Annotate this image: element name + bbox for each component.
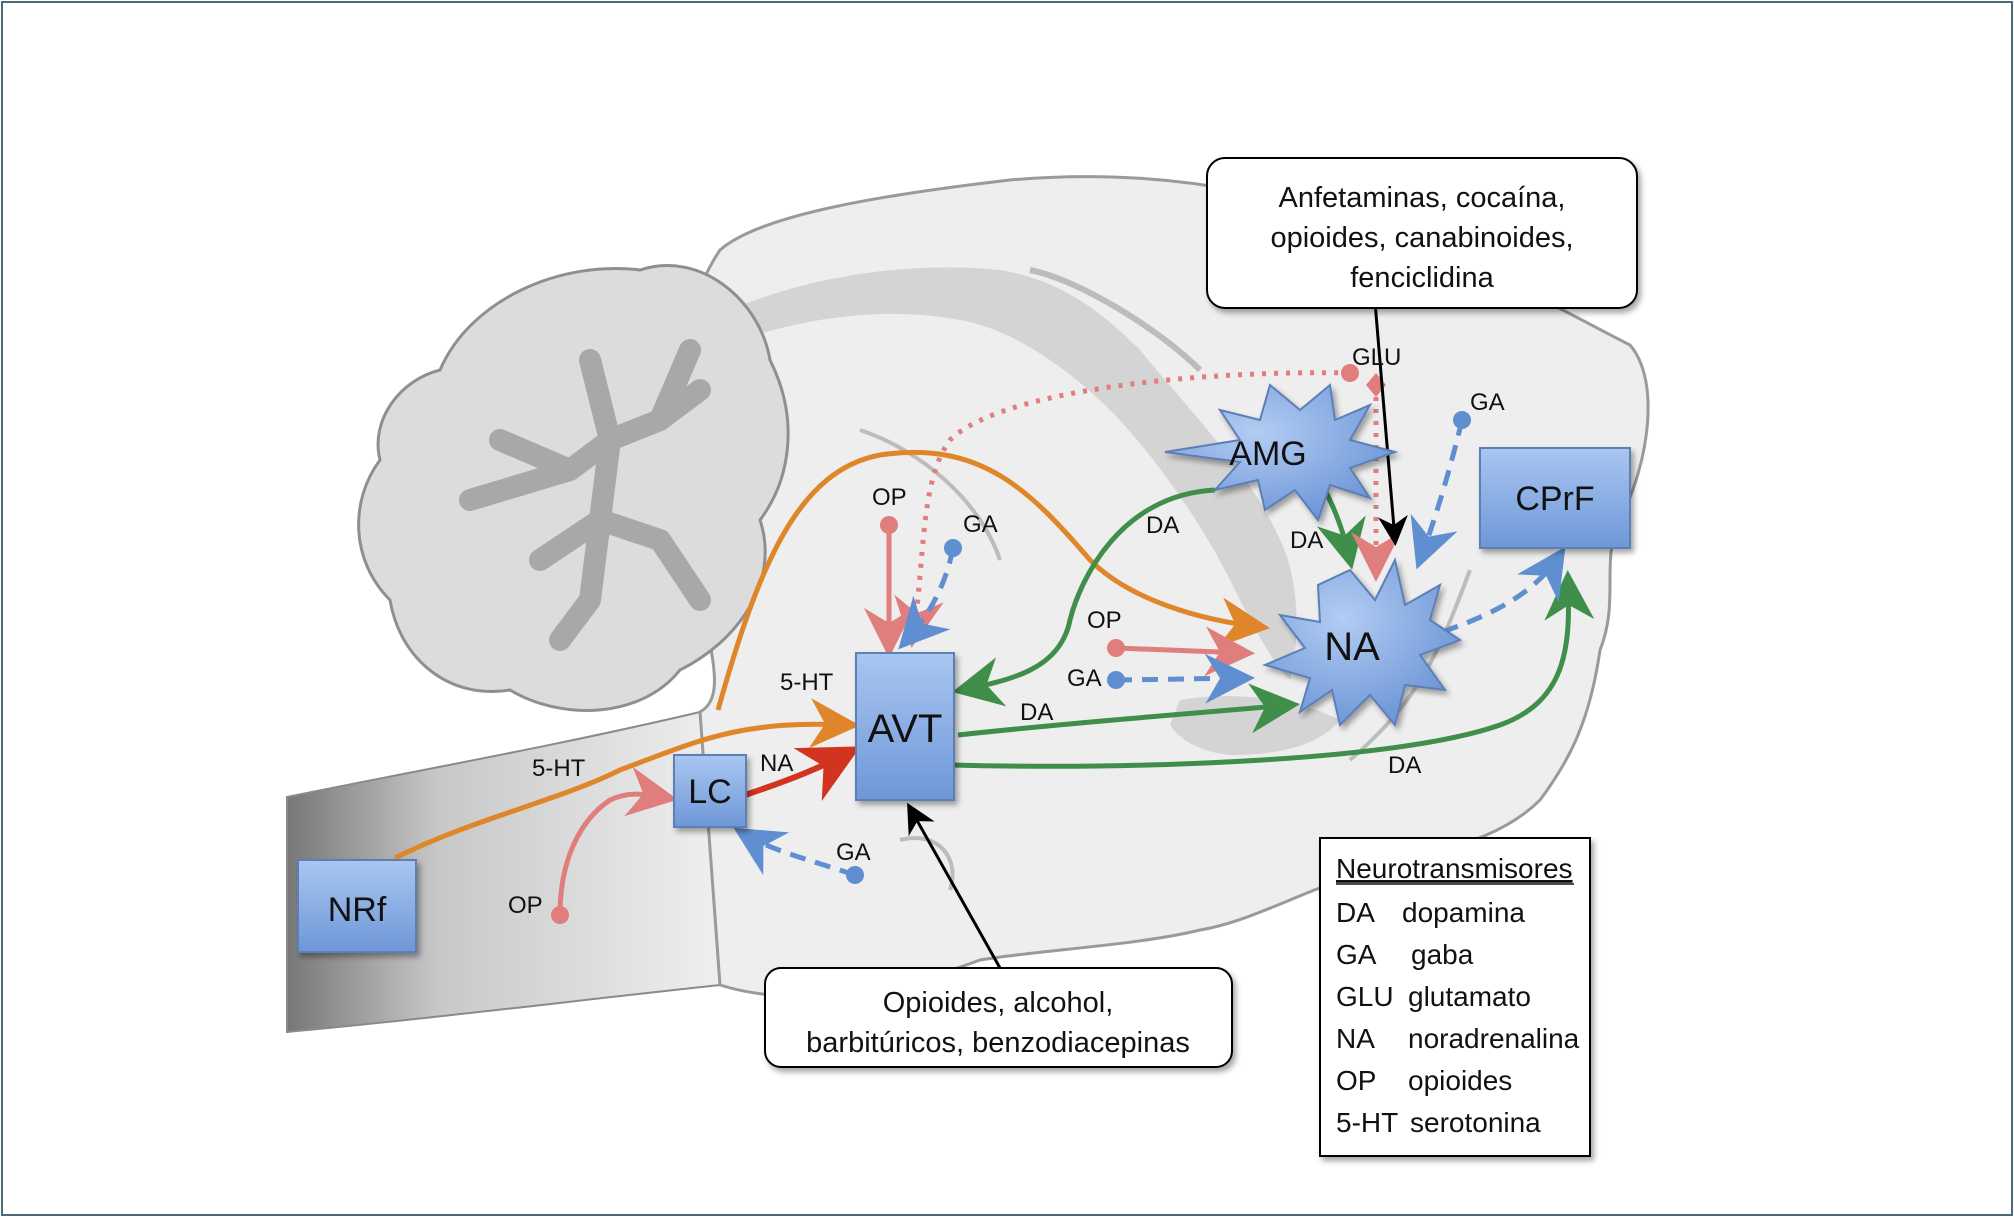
legend-abbr: DA [1336, 897, 1375, 928]
legend-abbr: OP [1336, 1065, 1376, 1096]
legend-abbr: GLU [1336, 981, 1394, 1012]
legend-abbr: 5-HT [1336, 1107, 1398, 1138]
legend-box [1319, 837, 1591, 1157]
op-lc-origin [551, 906, 569, 924]
callout-bottom-line-2: barbitúricos, benzodiacepinas [806, 1027, 1190, 1059]
tract-curve [859, 428, 1002, 561]
edge-da-avt-cprf [949, 570, 1595, 769]
legend-title: Neurotransmisores [1336, 853, 1573, 884]
callout-top-line-3: fenciclidina [1350, 262, 1494, 294]
edge-na-lc-avt [744, 746, 861, 802]
cerebellum-arbor [459, 339, 711, 651]
node-lc [673, 754, 747, 828]
tract-stripe [1029, 267, 1203, 373]
node-nrf [297, 859, 417, 953]
edge-5ht-nrf-avt [393, 698, 860, 861]
pointer-top-callout [1373, 301, 1408, 546]
label-ga-right: GA [1470, 389, 1505, 416]
node-cprf-label: CPrF [1515, 480, 1594, 518]
label-op-lc: OP [508, 892, 543, 919]
glu-origin [1341, 364, 1359, 382]
edge-op-lc [557, 766, 678, 916]
node-avt [855, 652, 955, 801]
callout-top [1206, 157, 1638, 309]
ga-avt-origin [944, 539, 962, 557]
node-amg [1164, 383, 1399, 523]
node-na-label: NA [1324, 625, 1380, 669]
legend-name: dopamina [1402, 897, 1525, 928]
label-5ht-lower: 5-HT [532, 755, 586, 782]
ga-lc-origin [846, 866, 864, 884]
callout-bottom [764, 967, 1233, 1068]
label-ga-na: GA [1067, 665, 1102, 692]
op-na-origin [1107, 639, 1125, 657]
edge-ga-avt [898, 547, 956, 650]
node-avt-label: AVT [868, 707, 943, 751]
op-avt-origin [880, 516, 898, 534]
pointer-bottom-callout [907, 802, 1002, 969]
edge-da-amg-avt [952, 487, 1216, 707]
callout-top-line-1: Anfetaminas, cocaína, [1279, 182, 1566, 214]
label-ga-avt: GA [963, 511, 998, 538]
legend-name: opioides [1408, 1065, 1512, 1096]
label-da-avt-cprf: DA [1388, 752, 1421, 779]
legend-name: noradrenalina [1408, 1023, 1580, 1054]
legend-abbr: GA [1336, 939, 1377, 970]
edge-5ht-arc-na [715, 449, 1270, 711]
label-ga-lc: GA [836, 839, 871, 866]
edge-ga-lc [733, 827, 856, 878]
node-na [1262, 557, 1463, 728]
label-glu: GLU [1352, 344, 1401, 371]
tract-upper [730, 267, 1297, 680]
edge-ga-right-na [1410, 419, 1465, 570]
ga-right-origin [1453, 411, 1471, 429]
edge-ga-na [1115, 653, 1255, 704]
node-cprf [1479, 447, 1631, 549]
node-amg-label: AMG [1229, 435, 1306, 473]
label-da-amg-avt: DA [1146, 512, 1179, 539]
label-5ht-upper: 5-HT [780, 669, 834, 696]
legend-abbr: NA [1336, 1023, 1375, 1054]
label-na-lc-avt: NA [760, 750, 793, 777]
label-op-na: OP [1087, 607, 1122, 634]
legend-name: glutamato [1408, 981, 1531, 1012]
label-da-amg-na: DA [1290, 527, 1323, 554]
edge-ga-na-cprf [1417, 546, 1566, 643]
label-op-avt: OP [872, 484, 907, 511]
callout-top-line-2: opioides, canabinoides, [1270, 222, 1573, 254]
callout-bottom-line-1: Opioides, alcohol, [883, 987, 1114, 1019]
legend-name: serotonina [1410, 1107, 1541, 1138]
label-da-avt-na: DA [1020, 699, 1053, 726]
legend-name: gaba [1411, 939, 1474, 970]
ga-na-origin [1107, 671, 1125, 689]
node-nrf-label: NRf [328, 891, 387, 929]
node-lc-label: LC [688, 773, 731, 811]
edge-op-na [1115, 626, 1255, 677]
edge-da-avt-na [957, 683, 1300, 738]
